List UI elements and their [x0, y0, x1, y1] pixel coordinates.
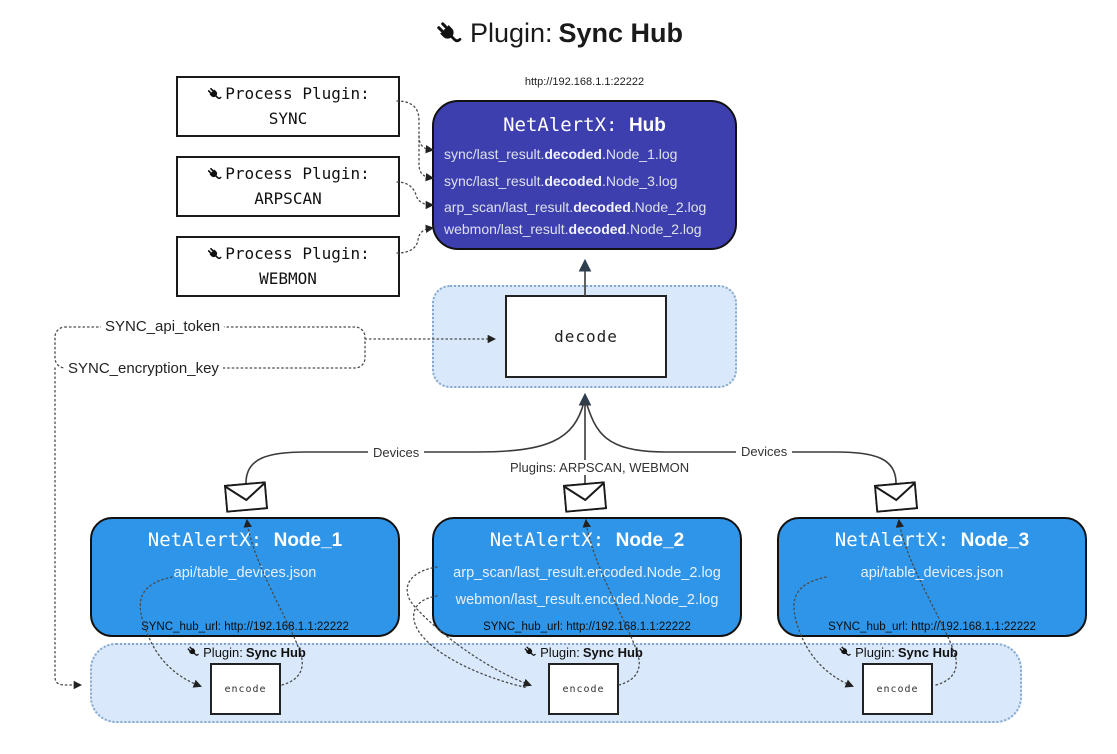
process-plugin-label: Process Plugin:	[225, 163, 370, 183]
edge-label-devices-right: Devices	[736, 444, 793, 459]
encode-step-box: encode	[210, 663, 281, 715]
hub-title: NetAlertX: Hub	[434, 114, 735, 137]
process-plugin-webmon: Process Plugin: WEBMON	[176, 236, 400, 297]
node-1-box: NetAlertX: Node_1 api/table_devices.json…	[90, 517, 400, 637]
plug-icon	[434, 18, 464, 49]
encode-section-label: Plugin:Sync Hub	[838, 644, 958, 660]
node-title: NetAlertX: Node_2	[489, 529, 685, 551]
envelope-icon	[562, 481, 608, 513]
node-2-box: NetAlertX: Node_2 arp_scan/last_result.e…	[432, 517, 742, 637]
hub-log-line: webmon/last_result.decoded.Node_2.log	[444, 221, 702, 237]
hub-title-name: Hub	[628, 115, 666, 136]
process-plugin-arpscan: Process Plugin: ARPSCAN	[176, 156, 400, 217]
process-plugin-name: WEBMON	[259, 268, 317, 288]
envelope-icon	[223, 481, 269, 513]
node-file: arp_scan/last_result.encoded.Node_2.log	[453, 565, 721, 581]
node-title: NetAlertX: Node_1	[147, 529, 343, 551]
node-file: api/table_devices.json	[173, 565, 317, 581]
edge-label-plugins: Plugins: ARPSCAN, WEBMON	[505, 460, 695, 475]
hub-log-line: sync/last_result.decoded.Node_1.log	[444, 146, 678, 162]
plug-icon	[206, 245, 223, 263]
plug-icon	[206, 85, 223, 103]
node-file: webmon/last_result.encoded.Node_2.log	[455, 592, 719, 608]
encode-step-box: encode	[548, 663, 619, 715]
plug-icon	[838, 645, 852, 659]
decode-step-label: decode	[554, 327, 618, 346]
process-plugin-name: SYNC	[268, 108, 308, 128]
process-plugin-label: Process Plugin:	[225, 243, 370, 263]
plug-icon	[523, 645, 537, 659]
hub-log-line: sync/last_result.decoded.Node_3.log	[444, 173, 678, 189]
process-plugin-sync: Process Plugin: SYNC	[176, 76, 400, 137]
process-plugin-label: Process Plugin:	[225, 83, 370, 103]
hub-log-line: arp_scan/last_result.decoded.Node_2.log	[444, 199, 707, 215]
sync-encryption-key-label: SYNC_encryption_key	[64, 360, 223, 377]
encode-section-label: Plugin:Sync Hub	[523, 644, 643, 660]
node-file: api/table_devices.json	[860, 565, 1004, 581]
node-footer: SYNC_hub_url: http://192.168.1.1:22222	[828, 621, 1036, 633]
hub-box: NetAlertX: Hub sync/last_result.decoded.…	[432, 100, 737, 250]
envelope-icon	[873, 481, 919, 513]
plug-icon	[206, 165, 223, 183]
process-plugin-name: ARPSCAN	[254, 188, 322, 208]
edge-label-devices-left: Devices	[368, 445, 425, 460]
node-footer: SYNC_hub_url: http://192.168.1.1:22222	[483, 621, 691, 633]
page-title-prefix: Plugin:	[469, 18, 553, 48]
encode-section-label: Plugin:Sync Hub	[186, 644, 306, 660]
page-title: Plugin: Sync Hub	[0, 18, 1117, 49]
hub-title-prefix: NetAlertX:	[503, 114, 618, 136]
node-title: NetAlertX: Node_3	[834, 529, 1030, 551]
hub-url: http://192.168.1.1:22222	[524, 76, 645, 88]
node-footer: SYNC_hub_url: http://192.168.1.1:22222	[141, 621, 349, 633]
page-title-name: Sync Hub	[558, 18, 684, 48]
decode-step-box: decode	[505, 295, 667, 378]
plug-icon	[186, 645, 200, 659]
encode-step-box: encode	[862, 663, 933, 715]
node-3-box: NetAlertX: Node_3 api/table_devices.json…	[777, 517, 1087, 637]
sync-api-token-label: SYNC_api_token	[101, 318, 225, 335]
